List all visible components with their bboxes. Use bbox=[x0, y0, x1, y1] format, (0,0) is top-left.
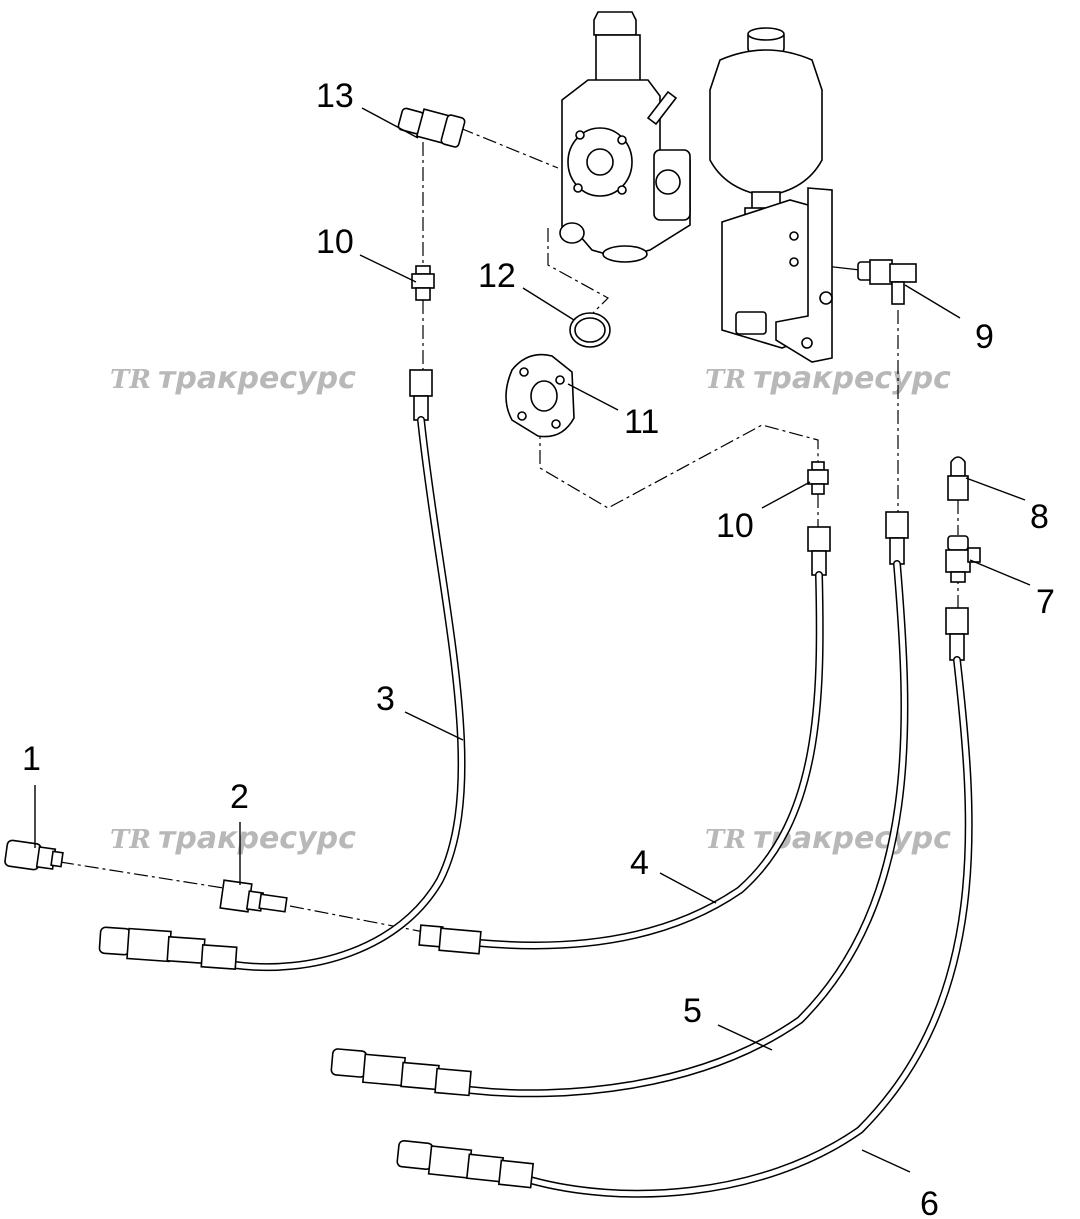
tee-fitting-9 bbox=[857, 259, 917, 305]
hose-3 bbox=[98, 369, 466, 972]
callout-11: 11 bbox=[624, 403, 659, 441]
adapter-10-upper bbox=[411, 265, 435, 301]
fitting-8 bbox=[947, 456, 969, 501]
watermark-logo: TR bbox=[705, 825, 746, 855]
adapter-2 bbox=[219, 879, 288, 913]
accumulator-assembly bbox=[709, 27, 833, 363]
callout-10-right: 10 bbox=[716, 507, 754, 545]
callout-6: 6 bbox=[920, 1185, 939, 1219]
o-ring-12 bbox=[569, 312, 611, 348]
relief-valve-assembly bbox=[559, 11, 691, 263]
callout-12: 12 bbox=[478, 257, 516, 295]
callout-10-upper: 10 bbox=[316, 223, 354, 261]
watermark-top-right: TR тракресурс bbox=[705, 361, 951, 396]
watermark-logo: TR bbox=[705, 365, 746, 395]
callout-2: 2 bbox=[230, 778, 249, 816]
hose-5 bbox=[330, 511, 909, 1098]
callout-9: 9 bbox=[975, 318, 994, 356]
watermark-top-left: TR тракресурс bbox=[110, 361, 356, 396]
adapter-10-right bbox=[807, 461, 829, 495]
watermark-bottom-right: TR тракресурс bbox=[705, 821, 951, 856]
callout-7: 7 bbox=[1036, 583, 1055, 621]
hose-4 bbox=[418, 526, 831, 955]
callout-5: 5 bbox=[683, 992, 702, 1030]
callout-leaders bbox=[34, 107, 1031, 1173]
assembly-centerlines bbox=[59, 127, 959, 933]
watermark-logo: TR bbox=[110, 825, 151, 855]
watermark-text: тракресурс bbox=[158, 821, 356, 856]
hose-6 bbox=[396, 607, 973, 1198]
callout-1: 1 bbox=[22, 740, 41, 778]
watermark-text: тракресурс bbox=[753, 361, 951, 396]
callout-4: 4 bbox=[630, 844, 649, 882]
watermark-bottom-left: TR тракресурс bbox=[110, 821, 356, 856]
watermark-text: тракресурс bbox=[158, 361, 356, 396]
callout-8: 8 bbox=[1030, 498, 1049, 536]
watermark-logo: TR bbox=[110, 365, 151, 395]
callout-13: 13 bbox=[316, 77, 354, 115]
tee-fitting-7 bbox=[945, 535, 981, 583]
callout-labels: 1 2 3 4 5 6 7 8 9 10 10 11 12 13 bbox=[22, 77, 1055, 1219]
callout-3: 3 bbox=[376, 680, 395, 718]
fitting-13-union bbox=[397, 107, 466, 148]
flange-11 bbox=[505, 353, 575, 438]
coupling-1 bbox=[4, 839, 64, 871]
